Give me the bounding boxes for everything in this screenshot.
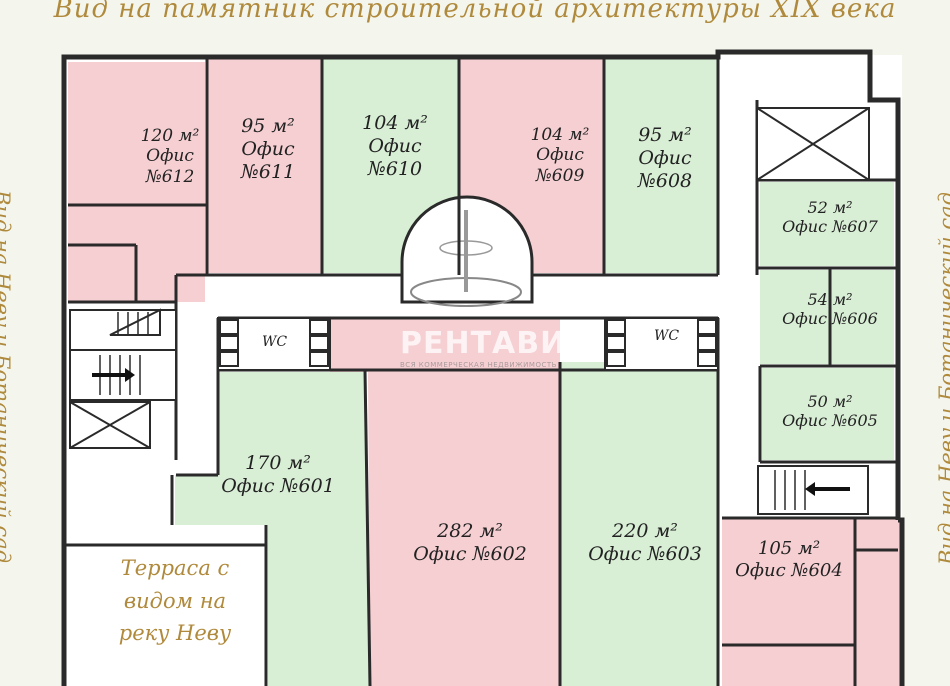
elevator-shaft: [756, 107, 870, 181]
office-602-room[interactable]: [330, 318, 560, 686]
left-stairs: [69, 308, 177, 449]
watermark: РЕНТАВИК ВСЯ КОММЕРЧЕСКАЯ НЕДВИЖИМОСТЬ: [400, 326, 592, 369]
office-601-room[interactable]: [175, 372, 370, 686]
office-605-room[interactable]: [762, 368, 894, 460]
wc-block-right: [604, 317, 719, 371]
terrace-label: Терраса с видом на реку Неву: [118, 556, 232, 646]
terrace-area: [66, 545, 266, 686]
office-608-room[interactable]: [604, 55, 718, 273]
wc-label-left: WC: [262, 334, 288, 350]
outer-walls: [61, 49, 905, 686]
wc-block-left: [217, 317, 331, 371]
office-607-room[interactable]: [760, 182, 894, 266]
top-view-caption: Вид на памятник строительной архитектуры…: [53, 0, 897, 24]
office-611-room[interactable]: [208, 58, 323, 273]
office-603-room[interactable]: [560, 362, 718, 686]
office-604-room[interactable]: [722, 518, 900, 686]
wc-label-right: WC: [654, 328, 680, 344]
office-606-room[interactable]: [760, 270, 894, 364]
